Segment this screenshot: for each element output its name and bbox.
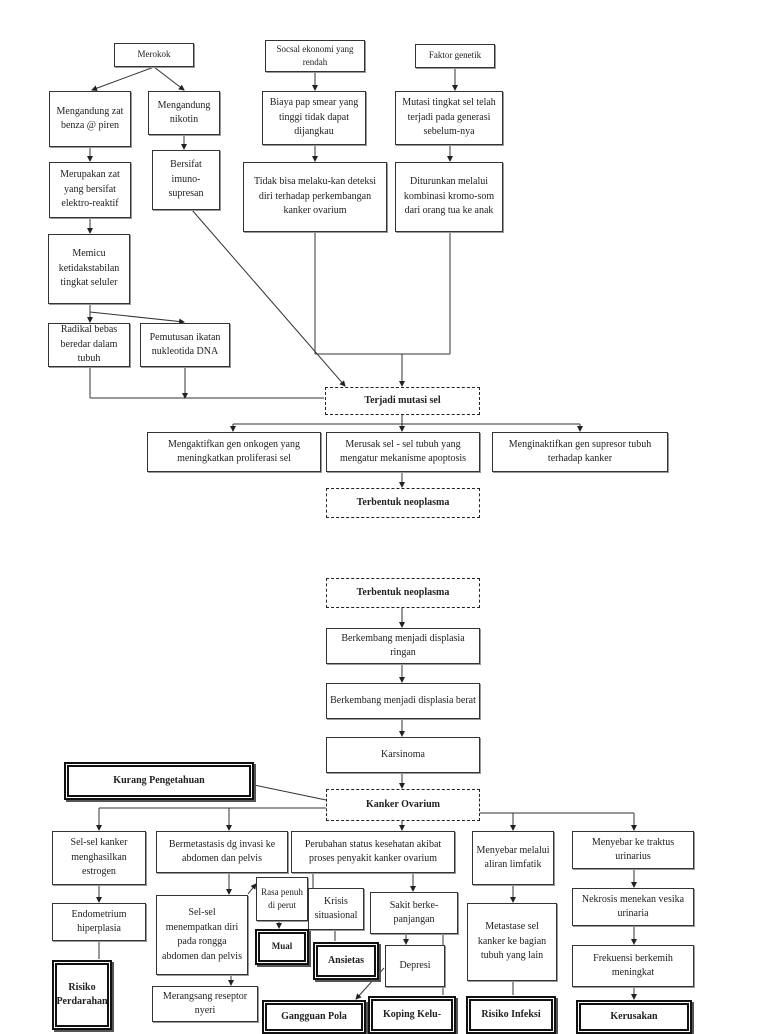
box-pemutusan-dna: Pemutusan ikatan nukleotida DNA <box>140 323 230 367</box>
box-nikotin: Mengandung nikotin <box>148 91 220 135</box>
box-endometrium: Endometrium hiperplasia <box>52 903 146 941</box>
box-biaya-pap-smear: Biaya pap smear yang tinggi tidak dapat … <box>262 91 366 145</box>
box-karsinoma: Karsinoma <box>326 737 480 773</box>
box-kerusakan: Kerusakan <box>576 1000 692 1034</box>
box-terjadi-mutasi-sel: Terjadi mutasi sel <box>325 387 480 415</box>
box-sakit-berkepanjangan: Sakit berke-panjangan <box>370 892 458 934</box>
box-estrogen: Sel-sel kanker menghasilkan estrogen <box>52 831 146 885</box>
box-risiko-infeksi: Risiko Infeksi <box>466 996 556 1034</box>
box-elektro-reaktif: Merupakan zat yang bersifat elektro-reak… <box>49 162 131 218</box>
box-diturunkan: Diturunkan melalui kombinasi kromo-som d… <box>395 162 503 232</box>
box-metastase: Metastase sel kanker ke bagian tubuh yan… <box>467 903 557 981</box>
box-perubahan-status: Perubahan status kesehatan akibat proses… <box>291 831 455 873</box>
box-onkogen: Mengaktifkan gen onkogen yang meningkatk… <box>147 432 321 472</box>
box-bermetastasis: Bermetastasis dg invasi ke abdomen dan p… <box>156 831 288 873</box>
box-supresor: Menginaktifkan gen supresor tubuh terhad… <box>492 432 668 472</box>
box-gangguan-pola: Gangguan Pola <box>262 1000 366 1034</box>
box-mual: Mual <box>255 929 309 965</box>
box-krisis-situasional: Krisis situasional <box>308 888 364 930</box>
box-depresi: Depresi <box>385 945 445 987</box>
box-deteksi-diri: Tidak bisa melaku-kan deteksi diri terha… <box>243 162 387 232</box>
box-risiko-perdarahan: Risiko Perdarahan <box>52 960 112 1030</box>
box-ansietas: Ansietas <box>313 942 379 980</box>
box-koping: Koping Kelu- <box>368 996 456 1034</box>
box-imunosupresan: Bersifat imuno-supresan <box>152 150 220 210</box>
box-merokok: Merokok <box>114 43 194 67</box>
box-traktus-urinarius: Menyebar ke traktus urinarius <box>572 831 694 869</box>
box-terbentuk-neoplasma-2: Terbentuk neoplasma <box>326 578 480 608</box>
box-faktor-genetik: Faktor genetik <box>415 44 495 68</box>
box-limfatik: Menyebar melalui aliran limfatik <box>472 831 554 885</box>
box-frekuensi-berkemih: Frekuensi berkemih meningkat <box>572 945 694 987</box>
box-sosial-ekonomi: Socsal ekonomi yang rendah <box>265 40 365 72</box>
box-kanker-ovarium: Kanker Ovarium <box>326 789 480 821</box>
box-displasia-berat: Berkembang menjadi displasia berat <box>326 683 480 719</box>
box-memicu: Memicu ketidakstabilan tingkat seluler <box>48 234 130 304</box>
box-kurang-pengetahuan: Kurang Pengetahuan <box>64 762 254 800</box>
box-rasa-penuh: Rasa penuh di perut <box>256 877 308 921</box>
box-apoptosis: Merusak sel - sel tubuh yang mengatur me… <box>326 432 480 472</box>
box-benza-piren: Mengandung zat benza @ piren <box>49 91 131 147</box>
box-radikal-bebas: Radikal bebas beredar dalam tubuh <box>48 323 130 367</box>
box-menempatkan-diri: Sel-sel menempatkan diri pada rongga abd… <box>156 895 248 975</box>
box-nekrosis: Nekrosis menekan vesika urinaria <box>572 888 694 926</box>
box-terbentuk-neoplasma: Terbentuk neoplasma <box>326 488 480 518</box>
box-merangsang-nyeri: Merangsang reseptor nyeri <box>152 986 258 1022</box>
box-mutasi-generasi: Mutasi tingkat sel telah terjadi pada ge… <box>395 91 503 145</box>
box-displasia-ringan: Berkembang menjadi displasia ringan <box>326 628 480 664</box>
